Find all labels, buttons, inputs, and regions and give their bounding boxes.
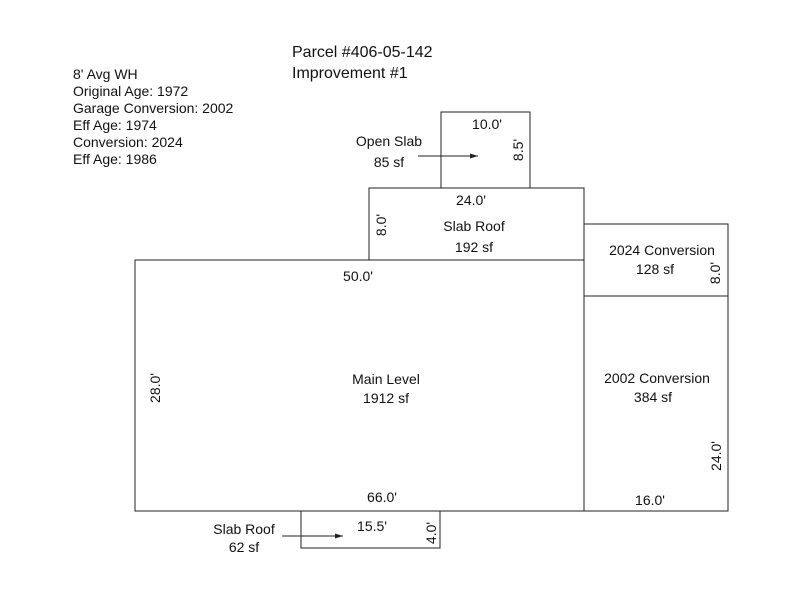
conversion-2024-area-value: 128 sf [636, 261, 674, 277]
conversion-2024-label: 2024 Conversion [609, 242, 715, 258]
open-slab-area: 10.0' 8.5' [440, 111, 531, 189]
conversion-2024-outline [583, 223, 729, 297]
slab-roof-bottom-arrow [282, 533, 343, 539]
info-line: Garage Conversion: 2002 [73, 100, 234, 116]
conversion-2024-right-dimension: 8.0' [707, 262, 723, 284]
slab-roof-top-area: 24.0' Slab Roof 192 sf 8.0' [368, 187, 585, 261]
conversion-2002-outline [583, 295, 729, 512]
main-level-label: Main Level [352, 371, 420, 387]
parcel-number: Parcel #406-05-142 [292, 44, 433, 61]
main-level-top-dimension: 50.0' [343, 268, 373, 284]
slab-roof-bottom-area-value: 62 sf [229, 539, 259, 555]
slab-roof-top-area-value: 192 sf [455, 239, 493, 255]
open-slab-right-dimension: 8.5' [510, 139, 526, 161]
info-line: Eff Age: 1986 [73, 151, 157, 167]
open-slab-label: Open Slab [356, 133, 422, 149]
conversion-2002-bottom-dimension: 16.0' [635, 492, 665, 508]
slab-roof-bottom-label: Slab Roof [213, 521, 275, 537]
main-level-left-dimension: 28.0' [147, 373, 163, 403]
info-line: Original Age: 1972 [73, 83, 188, 99]
slab-roof-top-left-dimension: 8.0' [373, 214, 389, 236]
info-line: 8' Avg WH [73, 66, 138, 82]
info-line: Conversion: 2024 [73, 134, 183, 150]
conversion-2002-area-value: 384 sf [634, 389, 672, 405]
open-slab-top-dimension: 10.0' [472, 116, 502, 132]
slab-roof-bottom-right-dimension: 4.0' [423, 522, 439, 544]
slab-roof-bottom-outline [300, 511, 441, 549]
conversion-2002-label: 2002 Conversion [604, 370, 710, 386]
conversion-2002-right-dimension: 24.0' [708, 441, 724, 471]
info-line: Eff Age: 1974 [73, 117, 157, 133]
improvement-label: Improvement #1 [292, 65, 408, 82]
open-slab-area-value: 85 sf [374, 154, 404, 170]
slab-roof-bottom-top-dimension: 15.5' [357, 518, 387, 534]
open-slab-arrow [418, 153, 478, 159]
main-level-bottom-dimension: 66.0' [367, 489, 397, 505]
slab-roof-top-dimension: 24.0' [456, 192, 486, 208]
conversion-2002-area: 2002 Conversion 384 sf 24.0' 16.0' [583, 295, 729, 512]
conversion-2024-area: 2024 Conversion 128 sf 8.0' [583, 223, 729, 297]
slab-roof-top-label: Slab Roof [443, 218, 505, 234]
main-level-area-value: 1912 sf [363, 390, 409, 406]
main-level-area: 50.0' Main Level 1912 sf 66.0' 28.0' [134, 259, 585, 512]
info-block: 8' Avg WH Original Age: 1972 Garage Conv… [73, 66, 234, 167]
slab-roof-bottom-area: 15.5' 4.0' [300, 511, 441, 549]
